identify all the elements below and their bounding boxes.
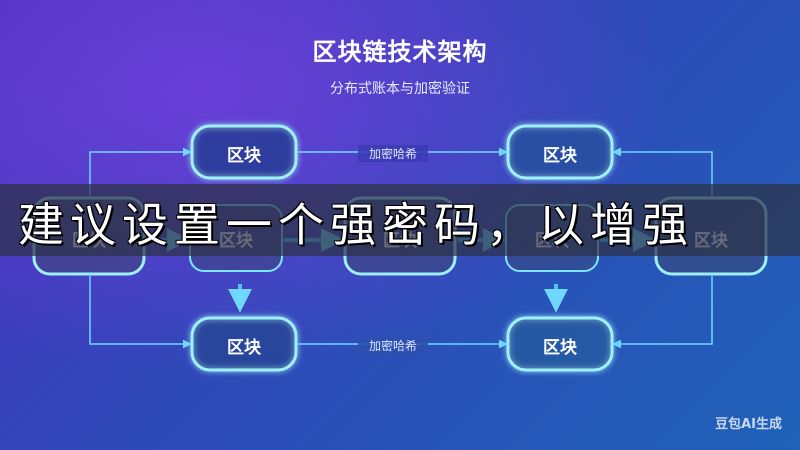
edge-right-top [612, 147, 713, 198]
edge-right-bottom [612, 274, 713, 349]
node-label-top-right: 区块 [543, 146, 577, 166]
node-bottom-left [190, 316, 298, 372]
node-top-right [506, 124, 614, 180]
node-label-bottom-right: 区块 [543, 338, 577, 358]
node-label-bottom-left: 区块 [227, 338, 261, 358]
edge-left-top [89, 147, 192, 198]
edge-left-bottom [89, 274, 192, 349]
node-bottom-right [506, 316, 614, 372]
edge-label-bottom: 加密哈希 [358, 337, 428, 354]
node-top-left [190, 124, 298, 180]
overlay-banner-text: 建议设置一个强密码，以增强 [18, 198, 694, 252]
diagram-subtitle: 分布式账本与加密验证 [330, 81, 470, 97]
node-label-top-left: 区块 [227, 146, 261, 166]
overlay-banner [0, 184, 800, 256]
watermark: 豆包AI生成 [715, 417, 782, 432]
edge-label-top: 加密哈希 [358, 145, 428, 162]
diagram-title: 区块链技术架构 [312, 38, 488, 66]
